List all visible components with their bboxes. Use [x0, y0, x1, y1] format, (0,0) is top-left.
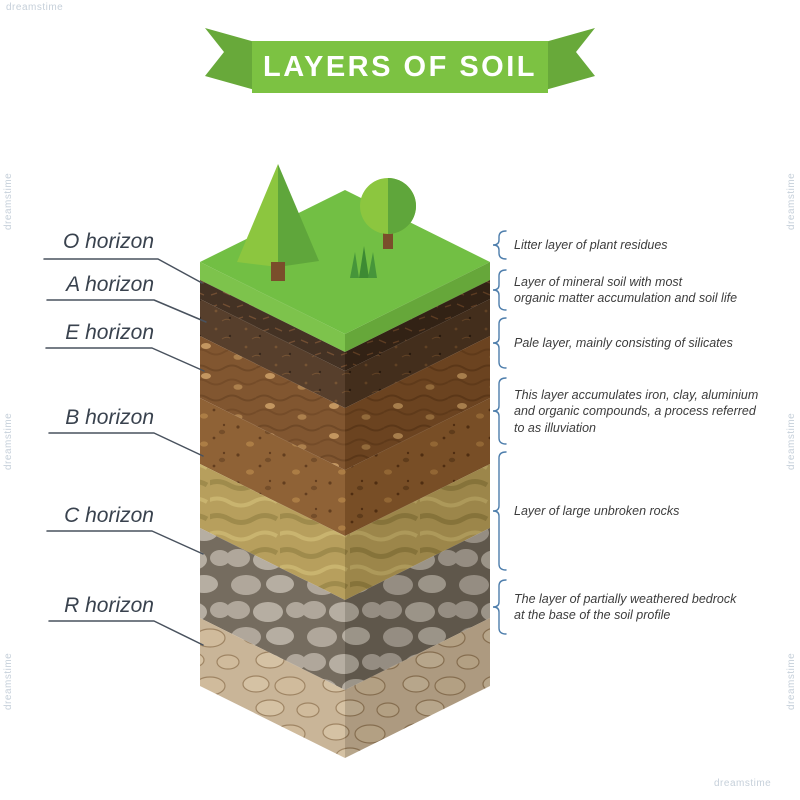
band-b-horizon	[200, 398, 490, 536]
brace-r	[492, 579, 507, 635]
band-o-horizon	[200, 280, 490, 371]
brace-c	[492, 451, 507, 571]
watermark-left-3: dreamstime	[3, 652, 14, 710]
watermark-top-left: dreamstime	[6, 2, 64, 13]
brace-e	[492, 317, 507, 369]
ribbon-tail-right	[538, 28, 595, 92]
band-subsoil-khaki	[200, 464, 490, 600]
horizon-label-o: O horizon	[62, 230, 154, 253]
tree-icon	[237, 164, 319, 281]
band-c-horizon-rocks	[200, 528, 490, 690]
brace-o	[492, 230, 507, 260]
leader-line-b	[48, 432, 204, 457]
brace-a	[492, 269, 507, 311]
watermark-right-2: dreamstime	[786, 412, 797, 470]
band-grass-sod	[200, 262, 490, 352]
horizon-description-b: This layer accumulates iron, clay, alumi…	[514, 388, 759, 435]
band-e-horizon	[200, 336, 490, 470]
horizon-label-a: A horizon	[66, 273, 154, 296]
grass-tuft-icon	[350, 246, 377, 278]
watermark-right-3: dreamstime	[786, 652, 797, 710]
watermark-right-1: dreamstime	[786, 172, 797, 230]
horizon-description-c: Layer of large unbroken rocks	[514, 504, 680, 518]
soil-block	[200, 164, 490, 758]
bush-icon	[360, 178, 416, 249]
horizon-description-a: Layer of mineral soil with most organic …	[514, 275, 738, 306]
ribbon-tail-left	[205, 28, 262, 92]
page-title: LAYERS OF SOIL	[262, 51, 538, 83]
leader-line-c	[46, 530, 204, 555]
horizon-label-b: B horizon	[65, 406, 154, 429]
horizon-description-e: Pale layer, mainly consisting of silicat…	[514, 336, 733, 350]
leader-line-r	[48, 620, 204, 646]
band-r-horizon-bedrock	[200, 618, 490, 758]
horizon-label-e: E horizon	[65, 321, 154, 344]
watermark-bottom-right: dreamstime	[714, 778, 772, 789]
horizon-description-o: Litter layer of plant residues	[514, 238, 668, 252]
ribbon-band	[252, 41, 548, 93]
horizon-label-r: R horizon	[64, 594, 154, 617]
left-face-highlight	[200, 262, 345, 758]
leader-lines	[43, 258, 207, 646]
leader-line-a	[46, 299, 207, 323]
watermark-left-1: dreamstime	[3, 172, 14, 230]
brace-b	[492, 377, 507, 445]
leader-line-e	[45, 347, 205, 372]
description-braces	[492, 230, 507, 635]
leader-line-o	[43, 258, 203, 284]
horizon-label-c: C horizon	[64, 504, 154, 527]
band-a-horizon	[200, 299, 490, 408]
horizon-description-r: The layer of partially weathered bedrock…	[514, 592, 737, 623]
right-face-shade	[345, 262, 490, 758]
ribbon-banner	[205, 28, 595, 93]
watermark-left-2: dreamstime	[3, 412, 14, 470]
